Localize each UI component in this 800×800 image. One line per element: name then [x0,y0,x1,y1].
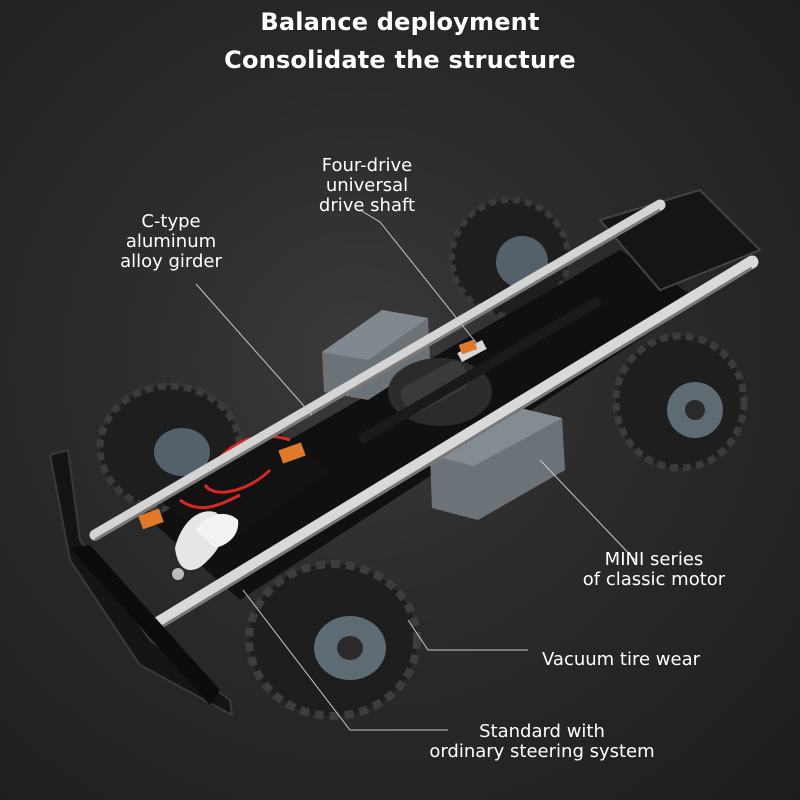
leader-girder [195,283,313,416]
callout-drive-shaft-line-2: universal [325,175,409,196]
aluminum-rail-lower [148,255,759,633]
callout-girder: C-type aluminum alloy girder [96,212,246,272]
steering-servo [172,511,239,580]
wheel-rear-left [612,332,748,472]
headline-line-1: Balance deployment [260,8,540,36]
callout-girder-line-2: aluminum [125,231,217,252]
callout-girder-line-3: alloy girder [120,251,222,272]
aluminum-rail-upper [89,199,666,542]
battery-box-upper [322,310,430,400]
callout-tire: Vacuum tire wear [542,650,700,670]
callout-drive-shaft-line-3: drive shaft [318,195,416,216]
drive-shaft [357,295,603,445]
wheel-front-left [245,560,421,720]
callout-steering: Standard with ordinary steering system [408,722,676,762]
leader-motor [539,459,637,562]
frame-base [150,250,700,600]
front-bumper [48,448,234,717]
callout-motor-line-2: of classic motor [582,569,726,590]
callout-drive-shaft-line-1: Four-drive [321,155,413,176]
leader-tire [407,619,528,651]
callout-leaders [195,209,637,731]
battery-box-lower [430,408,565,520]
callout-steering-line-1: Standard with [479,721,605,742]
headline-line-2: Consolidate the structure [224,46,576,74]
callout-girder-line-1: C-type [141,211,201,232]
callout-motor-line-1: MINI series [604,549,704,570]
callout-tire-text: Vacuum tire wear [542,649,701,670]
callout-motor: MINI series of classic motor [566,550,742,590]
leader-steering [242,589,448,731]
callout-drive-shaft: Four-drive universal drive shaft [292,156,442,216]
callout-steering-line-2: ordinary steering system [429,741,655,762]
leader-drive-shaft [359,209,479,346]
